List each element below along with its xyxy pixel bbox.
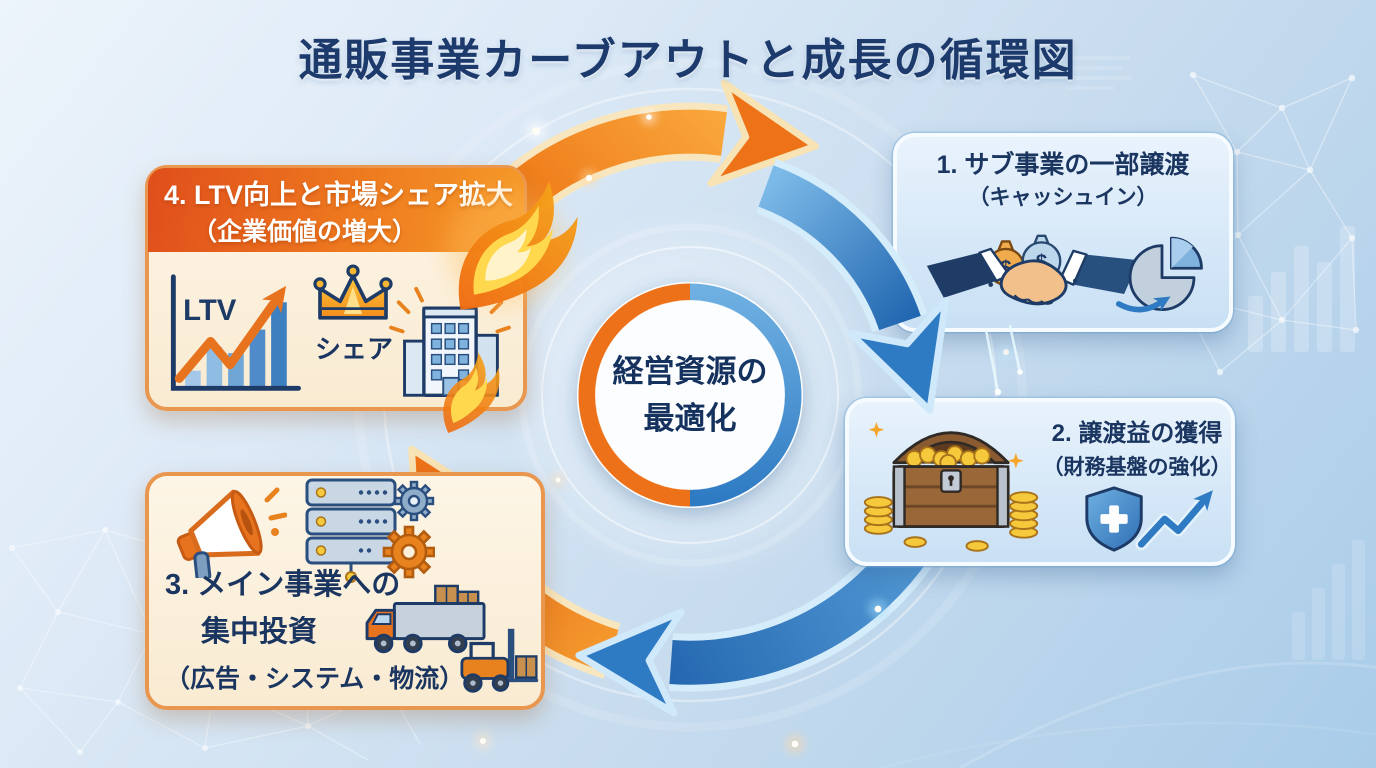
cycle-arrow-blue-right — [755, 158, 950, 414]
center-circle-label: 経営資源の 最適化 — [575, 349, 805, 442]
step3-card: 3. メイン事業への 集中投資 （広告・システム・物流） — [145, 472, 545, 710]
crown-icon — [313, 264, 393, 320]
center-label-line2: 最適化 — [643, 400, 737, 436]
sparkle-icon — [1008, 452, 1024, 469]
step3-title: 3. メイン事業への 集中投資 （広告・システム・物流） — [165, 562, 464, 703]
growth-arrow-icon — [1135, 490, 1213, 551]
step2-title-line1: 2. 譲渡益の獲得 — [1051, 420, 1223, 447]
forklift-icon — [460, 628, 539, 693]
office-building-icon — [389, 286, 511, 397]
sparkle-icon — [868, 421, 885, 438]
step1-card: 1. サブ事業の一部譲渡 （キャッシュイン） $ $ — [893, 133, 1233, 332]
step1-title-line2: （キャッシュイン） — [968, 186, 1158, 210]
step4-title-line2: （企業価値の増大） — [192, 217, 418, 246]
bar-chart-silhouette-right — [1292, 540, 1365, 660]
step3-title-line2: 集中投資 — [201, 616, 318, 648]
rising-arrow-icon — [174, 285, 287, 383]
shield-plus-icon — [1085, 486, 1213, 552]
step3-title-line1: 3. メイン事業への — [165, 569, 401, 601]
step2-title-line2: （財務基盤の強化） — [1042, 456, 1232, 479]
ltv-bar-chart-icon: LTV — [170, 274, 301, 391]
step1-title-line1: 1. サブ事業の一部譲渡 — [936, 151, 1190, 179]
curved-arrow-icon — [1115, 296, 1171, 313]
pie-chart-carveout-icon — [1115, 236, 1203, 313]
treasure-chest-icon — [863, 421, 1039, 552]
step2-title: 2. 譲渡益の獲得 （財務基盤の強化） — [1041, 416, 1233, 484]
handshake-icon: $ $ — [926, 234, 1140, 306]
market-share-icon-group: シェア — [305, 261, 403, 366]
ltv-label: LTV — [183, 294, 237, 327]
bar-chart-silhouette-top — [1248, 226, 1355, 352]
megaphone-icon — [176, 487, 287, 578]
step4-title-line1: 4. LTV向上と市場シェア拡大 — [164, 180, 514, 210]
page-title: 通販事業カーブアウトと成長の循環図 — [298, 36, 1078, 85]
step1-title: 1. サブ事業の一部譲渡 （キャッシュイン） — [897, 147, 1229, 214]
step2-card: 2. 譲渡益の獲得 （財務基盤の強化） — [845, 398, 1235, 566]
step3-title-line3: （広告・システム・物流） — [165, 665, 465, 693]
gear-blue-icon — [393, 480, 435, 522]
step4-body: LTV シェア — [149, 253, 523, 407]
share-label: シェア — [314, 334, 393, 364]
glow-streaks — [984, 324, 1022, 394]
step4-header: 4. LTV向上と市場シェア拡大 （企業価値の増大） — [148, 168, 524, 252]
step4-card: 4. LTV向上と市場シェア拡大 （企業価値の増大） LTV — [145, 165, 527, 411]
light-streaks — [879, 661, 1376, 768]
center-label-line1: 経営資源の — [612, 354, 768, 389]
